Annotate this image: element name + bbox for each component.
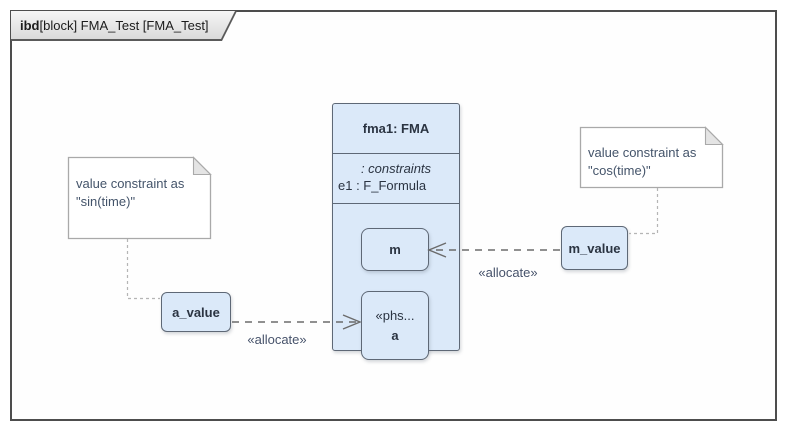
element-a-value[interactable]: a_value xyxy=(161,292,231,332)
part-a-label: a xyxy=(391,327,399,343)
block-fma1-title: fma1: FMA xyxy=(333,104,459,154)
frame-label-keyword: ibd xyxy=(20,17,40,33)
element-m-value[interactable]: m_value xyxy=(561,226,628,270)
part-a-stereotype: «phs... xyxy=(375,307,415,323)
frame-label-tab: ibd[block] FMA_Test [FMA_Test] xyxy=(11,11,237,41)
constraint-entry-e1[interactable]: e1 : F_Formula xyxy=(338,178,427,193)
part-a[interactable]: «phs... a xyxy=(361,291,429,360)
frame-label: ibd[block] FMA_Test [FMA_Test] xyxy=(11,11,235,39)
block-fma1-constraints-compartment: : constraints e1 : F_Formula xyxy=(333,154,459,204)
part-m[interactable]: m xyxy=(361,228,429,271)
part-m-label: m xyxy=(389,242,401,257)
m-value-label: m_value xyxy=(568,240,621,256)
constraints-heading: : constraints xyxy=(360,161,432,176)
a-value-label: a_value xyxy=(172,304,220,320)
frame-label-text: [block] FMA_Test [FMA_Test] xyxy=(39,17,209,33)
